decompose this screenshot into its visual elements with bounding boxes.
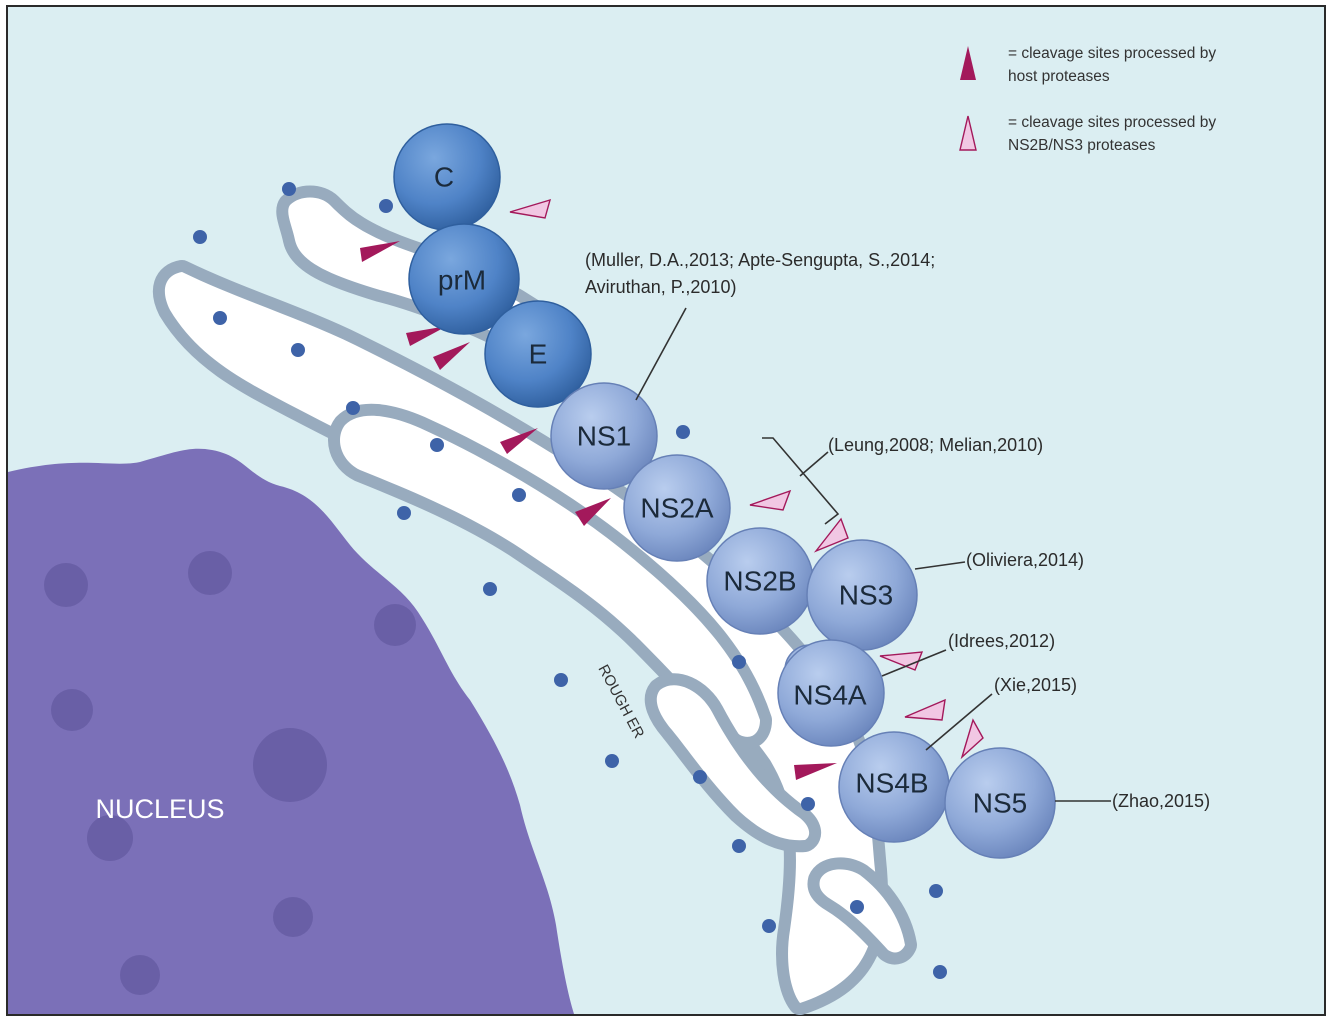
ribosome bbox=[483, 582, 497, 596]
nucleus-spot bbox=[87, 815, 133, 861]
viral-cleavage-legend-icon bbox=[959, 115, 977, 151]
ribosome bbox=[512, 488, 526, 502]
protein-ns2a: NS2A bbox=[623, 454, 731, 562]
ribosome bbox=[929, 884, 943, 898]
svg-text:NS3: NS3 bbox=[839, 580, 893, 611]
ns3-citation: (Oliviera,2014) bbox=[966, 550, 1084, 570]
protein-ns3: NS3 bbox=[806, 539, 918, 651]
svg-text:NS4A: NS4A bbox=[793, 680, 866, 711]
nucleus-spot bbox=[374, 604, 416, 646]
viral-cleavage-site bbox=[904, 698, 946, 721]
ribosome bbox=[282, 182, 296, 196]
ns4a-citation: (Idrees,2012) bbox=[948, 631, 1055, 651]
ribosome bbox=[732, 655, 746, 669]
svg-text:E: E bbox=[529, 339, 548, 370]
ns3-leader bbox=[914, 561, 966, 570]
viral-cleavage-site bbox=[813, 517, 849, 553]
svg-text:NS2B: NS2B bbox=[723, 566, 796, 597]
ribosome bbox=[397, 506, 411, 520]
nucleus-spot bbox=[188, 551, 232, 595]
citations: (Muller, D.A.,2013; Apte-Sengupta, S.,20… bbox=[585, 250, 1210, 811]
ribosome bbox=[554, 673, 568, 687]
protein-prm: prM bbox=[408, 223, 520, 335]
nucleus-spot bbox=[51, 689, 93, 731]
viral-cleavage-site bbox=[509, 198, 552, 219]
svg-text:NS2A: NS2A bbox=[640, 493, 713, 524]
ribosome bbox=[933, 965, 947, 979]
legend-viral-line1: = cleavage sites processed by bbox=[1008, 114, 1216, 131]
viral-cleavage-site bbox=[960, 718, 984, 760]
svg-text:C: C bbox=[434, 162, 454, 193]
nucleus: NUCLEUS bbox=[8, 448, 574, 1014]
nucleus-spot bbox=[44, 563, 88, 607]
viral-cleavage-site bbox=[749, 489, 792, 511]
citation-leaders bbox=[635, 307, 1111, 802]
legend-host-line1: = cleavage sites processed by bbox=[1008, 45, 1216, 62]
protein-e: E bbox=[484, 300, 592, 408]
svg-text:NS1: NS1 bbox=[577, 421, 631, 452]
nucleus-label: NUCLEUS bbox=[95, 794, 224, 824]
protein-ns5: NS5 bbox=[944, 747, 1056, 859]
legend: = cleavage sites processed by host prote… bbox=[959, 45, 1216, 154]
ribosome bbox=[379, 199, 393, 213]
host-cleavage-site bbox=[360, 241, 400, 262]
host-cleavage-site bbox=[500, 428, 538, 454]
nucleus-spot bbox=[253, 728, 327, 802]
host-cleavage-site bbox=[575, 498, 611, 526]
ns2-citation: (Leung,2008; Melian,2010) bbox=[828, 435, 1043, 455]
protein-ns1: NS1 bbox=[550, 382, 658, 490]
svg-text:NS4B: NS4B bbox=[855, 768, 928, 799]
ns1-citation-line1: (Muller, D.A.,2013; Apte-Sengupta, S.,20… bbox=[585, 250, 935, 270]
polyprotein: C prM E NS1 NS2A NS2B NS3 NS4A bbox=[393, 123, 1056, 859]
ns1-citation-line2: Aviruthan, P.,2010) bbox=[585, 277, 736, 297]
ribosome bbox=[291, 343, 305, 357]
nucleus-spot bbox=[120, 955, 160, 995]
ribosomes bbox=[193, 182, 947, 979]
ns4b-leader bbox=[925, 693, 993, 751]
ns1-leader bbox=[635, 307, 687, 401]
ribosome bbox=[605, 754, 619, 768]
protein-ns4a: NS4A bbox=[777, 639, 885, 747]
ribosome bbox=[850, 900, 864, 914]
ribosome bbox=[193, 230, 207, 244]
protein-ns4b: NS4B bbox=[838, 731, 950, 843]
cleavage-sites bbox=[360, 198, 984, 780]
nucleus-spot bbox=[273, 897, 313, 937]
svg-text:NS5: NS5 bbox=[973, 788, 1027, 819]
ribosome bbox=[213, 311, 227, 325]
protein-c: C bbox=[393, 123, 501, 231]
host-cleavage-site bbox=[433, 342, 470, 370]
ribosome bbox=[430, 438, 444, 452]
protein-ns2b: NS2B bbox=[706, 527, 814, 635]
ribosome bbox=[762, 919, 776, 933]
ribosome bbox=[693, 770, 707, 784]
host-cleavage-legend-icon bbox=[960, 46, 976, 80]
ribosome bbox=[676, 425, 690, 439]
ns5-citation: (Zhao,2015) bbox=[1112, 791, 1210, 811]
ns4b-citation: (Xie,2015) bbox=[994, 675, 1077, 695]
host-cleavage-site bbox=[406, 326, 447, 346]
legend-host-line2: host proteases bbox=[1008, 68, 1110, 85]
ribosome bbox=[732, 839, 746, 853]
ribosome bbox=[801, 797, 815, 811]
legend-viral-line2: NS2B/NS3 proteases bbox=[1008, 137, 1156, 154]
ns4a-leader bbox=[881, 649, 947, 677]
host-cleavage-site bbox=[794, 763, 837, 780]
svg-text:prM: prM bbox=[438, 265, 486, 296]
ns2-bracket bbox=[762, 437, 840, 525]
ribosome bbox=[346, 401, 360, 415]
